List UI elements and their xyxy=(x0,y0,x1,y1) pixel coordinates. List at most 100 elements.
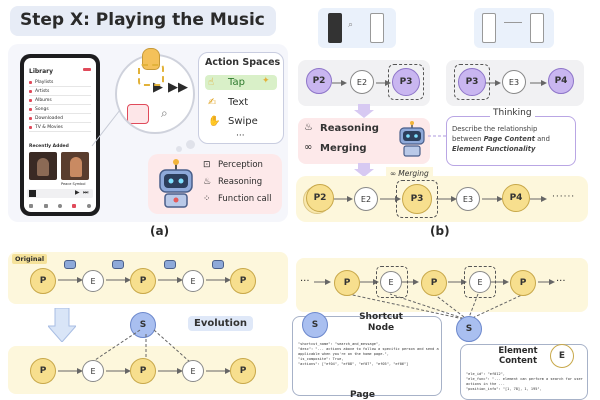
element-node-icon: E xyxy=(550,344,574,368)
node-e2-top: E2 xyxy=(350,70,374,94)
album-cover-1[interactable] xyxy=(29,152,57,180)
node-e3-merged: E3 xyxy=(456,187,480,211)
menu-item-label: TV & Movies xyxy=(35,124,63,130)
node-e2-merged: E2 xyxy=(354,187,378,211)
thinking-text-b: between xyxy=(452,135,484,143)
menu-item-label: Artists xyxy=(35,88,50,94)
thinking-line-1: Describe the relationship xyxy=(452,125,538,133)
merging-tag-label: Merging xyxy=(398,169,429,178)
menu-item-label: Albums xyxy=(35,97,52,103)
label-b: (b) xyxy=(430,224,450,238)
phone-menu-item[interactable]: TV & Movies xyxy=(29,123,91,132)
mini-player-thumb xyxy=(29,190,36,197)
evolution-label: Evolution xyxy=(188,316,253,331)
phone-menu-item[interactable]: Songs xyxy=(29,105,91,114)
phone-menu-item[interactable]: Albums xyxy=(29,96,91,105)
code-line: actions in the ... xyxy=(466,382,505,386)
node-p3-merged: P3 xyxy=(402,184,432,214)
tab-home-icon[interactable] xyxy=(29,204,34,208)
action-tap-highlight xyxy=(205,75,277,90)
thumb-phone-4 xyxy=(530,13,544,43)
action-tap[interactable]: Tap xyxy=(228,77,245,88)
tap-highlight xyxy=(138,64,164,86)
graph-ellipsis-left: ··· xyxy=(300,276,310,287)
thinking-line-2: between Page Content and xyxy=(452,134,574,144)
phone-menu-item[interactable]: Downloaded xyxy=(29,114,91,123)
thumb-phone-1 xyxy=(328,13,342,43)
sparkle-icon: ✦ xyxy=(262,76,270,86)
element-title-line-1: Element xyxy=(498,346,538,356)
code-line: "actions": ["ef04", "ef08", "ef07", "ef0… xyxy=(298,362,409,366)
merged-chain-ellipsis: ······ xyxy=(552,192,576,202)
function-call-icon: ⁘ xyxy=(203,194,211,204)
merging-link-icon: ∞ xyxy=(304,142,313,153)
phone-app-title: Library xyxy=(29,68,54,75)
orig-node-e2: E xyxy=(182,270,204,292)
robot-icon xyxy=(212,260,224,269)
element-code: "ele_id": "ef012","ele_func": "... eleme… xyxy=(466,372,584,392)
zoom-library-icon xyxy=(127,104,149,124)
album-cover-figure xyxy=(70,157,82,177)
zoom-next-icon: ▶▶ xyxy=(168,80,188,95)
robot-icon xyxy=(64,260,76,269)
phone-menu-item[interactable]: Playlists xyxy=(29,78,91,87)
mini-next-icon[interactable]: ⏭ xyxy=(83,189,89,196)
zoom-connector xyxy=(91,109,121,147)
label-a: (a) xyxy=(150,224,170,238)
mini-play-icon[interactable]: ▶ xyxy=(75,189,80,196)
node-p2-top: P2 xyxy=(306,68,332,94)
merging-tag-icon: ∞ xyxy=(390,169,397,178)
graph-node-e1: E xyxy=(380,271,402,293)
code-line: "position_info": "[1, 78], 1, 195", xyxy=(466,387,542,391)
thinking-emphasis-element-functionality: Element Functionality xyxy=(452,145,536,153)
album-caption: Peace Symbol xyxy=(61,182,86,186)
shortcut-node-right: S xyxy=(456,316,482,342)
merging-tag: ∞Merging xyxy=(386,167,433,180)
menu-item-icon xyxy=(29,116,32,120)
phone-tabbar xyxy=(24,200,96,212)
recently-added-label: Recently Added xyxy=(29,144,69,149)
action-text[interactable]: Text xyxy=(228,97,249,108)
zoom-search-icon: ⌕ xyxy=(161,106,168,120)
phone-edit-icon[interactable] xyxy=(83,68,91,71)
album-cover-2[interactable] xyxy=(61,152,89,180)
evolution-down-arrow xyxy=(48,308,76,342)
tab-browse-icon[interactable] xyxy=(43,204,48,208)
tab-search-icon[interactable] xyxy=(86,204,91,208)
orig-node-p3: P xyxy=(230,268,256,294)
zoom-magnifier: ▶ ▶▶ ⌕ xyxy=(115,54,195,134)
thought-bubble-small xyxy=(176,146,182,152)
down-arrow-merge xyxy=(354,104,374,118)
evolved-node-p1: P xyxy=(30,358,56,384)
highlight-p3-left xyxy=(388,64,424,100)
highlight-e2 xyxy=(464,266,496,298)
node-p3-top-right: P3 xyxy=(458,68,486,96)
phone-menu-item[interactable]: Artists xyxy=(29,87,91,96)
orig-node-p1: P xyxy=(30,268,56,294)
graph-ellipsis-right: ··· xyxy=(556,276,566,287)
graph-node-p2: P xyxy=(421,270,447,296)
menu-item-icon xyxy=(29,125,32,129)
robot-icon xyxy=(159,159,193,208)
node-p4-merged: P4 xyxy=(502,184,530,212)
tab-library-icon[interactable] xyxy=(72,204,77,208)
evolved-node-e1: E xyxy=(82,360,104,382)
thumb-group-left: ⌕ xyxy=(318,8,396,48)
page-title: Step X: Playing the Music xyxy=(20,10,265,30)
code-line: "ele_id": "ef012", xyxy=(466,372,505,376)
graph-node-p1: P xyxy=(334,270,360,296)
thumb-phone-2 xyxy=(370,13,384,43)
swipe-icon: ✋ xyxy=(208,116,221,127)
thinking-connector xyxy=(428,135,446,137)
ability-function-call: Function call xyxy=(218,194,272,204)
menu-item-icon xyxy=(29,89,32,93)
mini-player-bar[interactable]: ▶ ⏭ xyxy=(27,189,93,198)
robot-icon xyxy=(112,260,124,269)
menu-item-icon xyxy=(29,98,32,102)
tab-radio-icon[interactable] xyxy=(57,204,62,208)
text-icon: ✍ xyxy=(208,97,217,108)
shortcut-code: "shortcut_name": "search_and_message","d… xyxy=(298,342,440,367)
action-swipe[interactable]: Swipe xyxy=(228,116,258,127)
title-banner xyxy=(10,6,276,36)
